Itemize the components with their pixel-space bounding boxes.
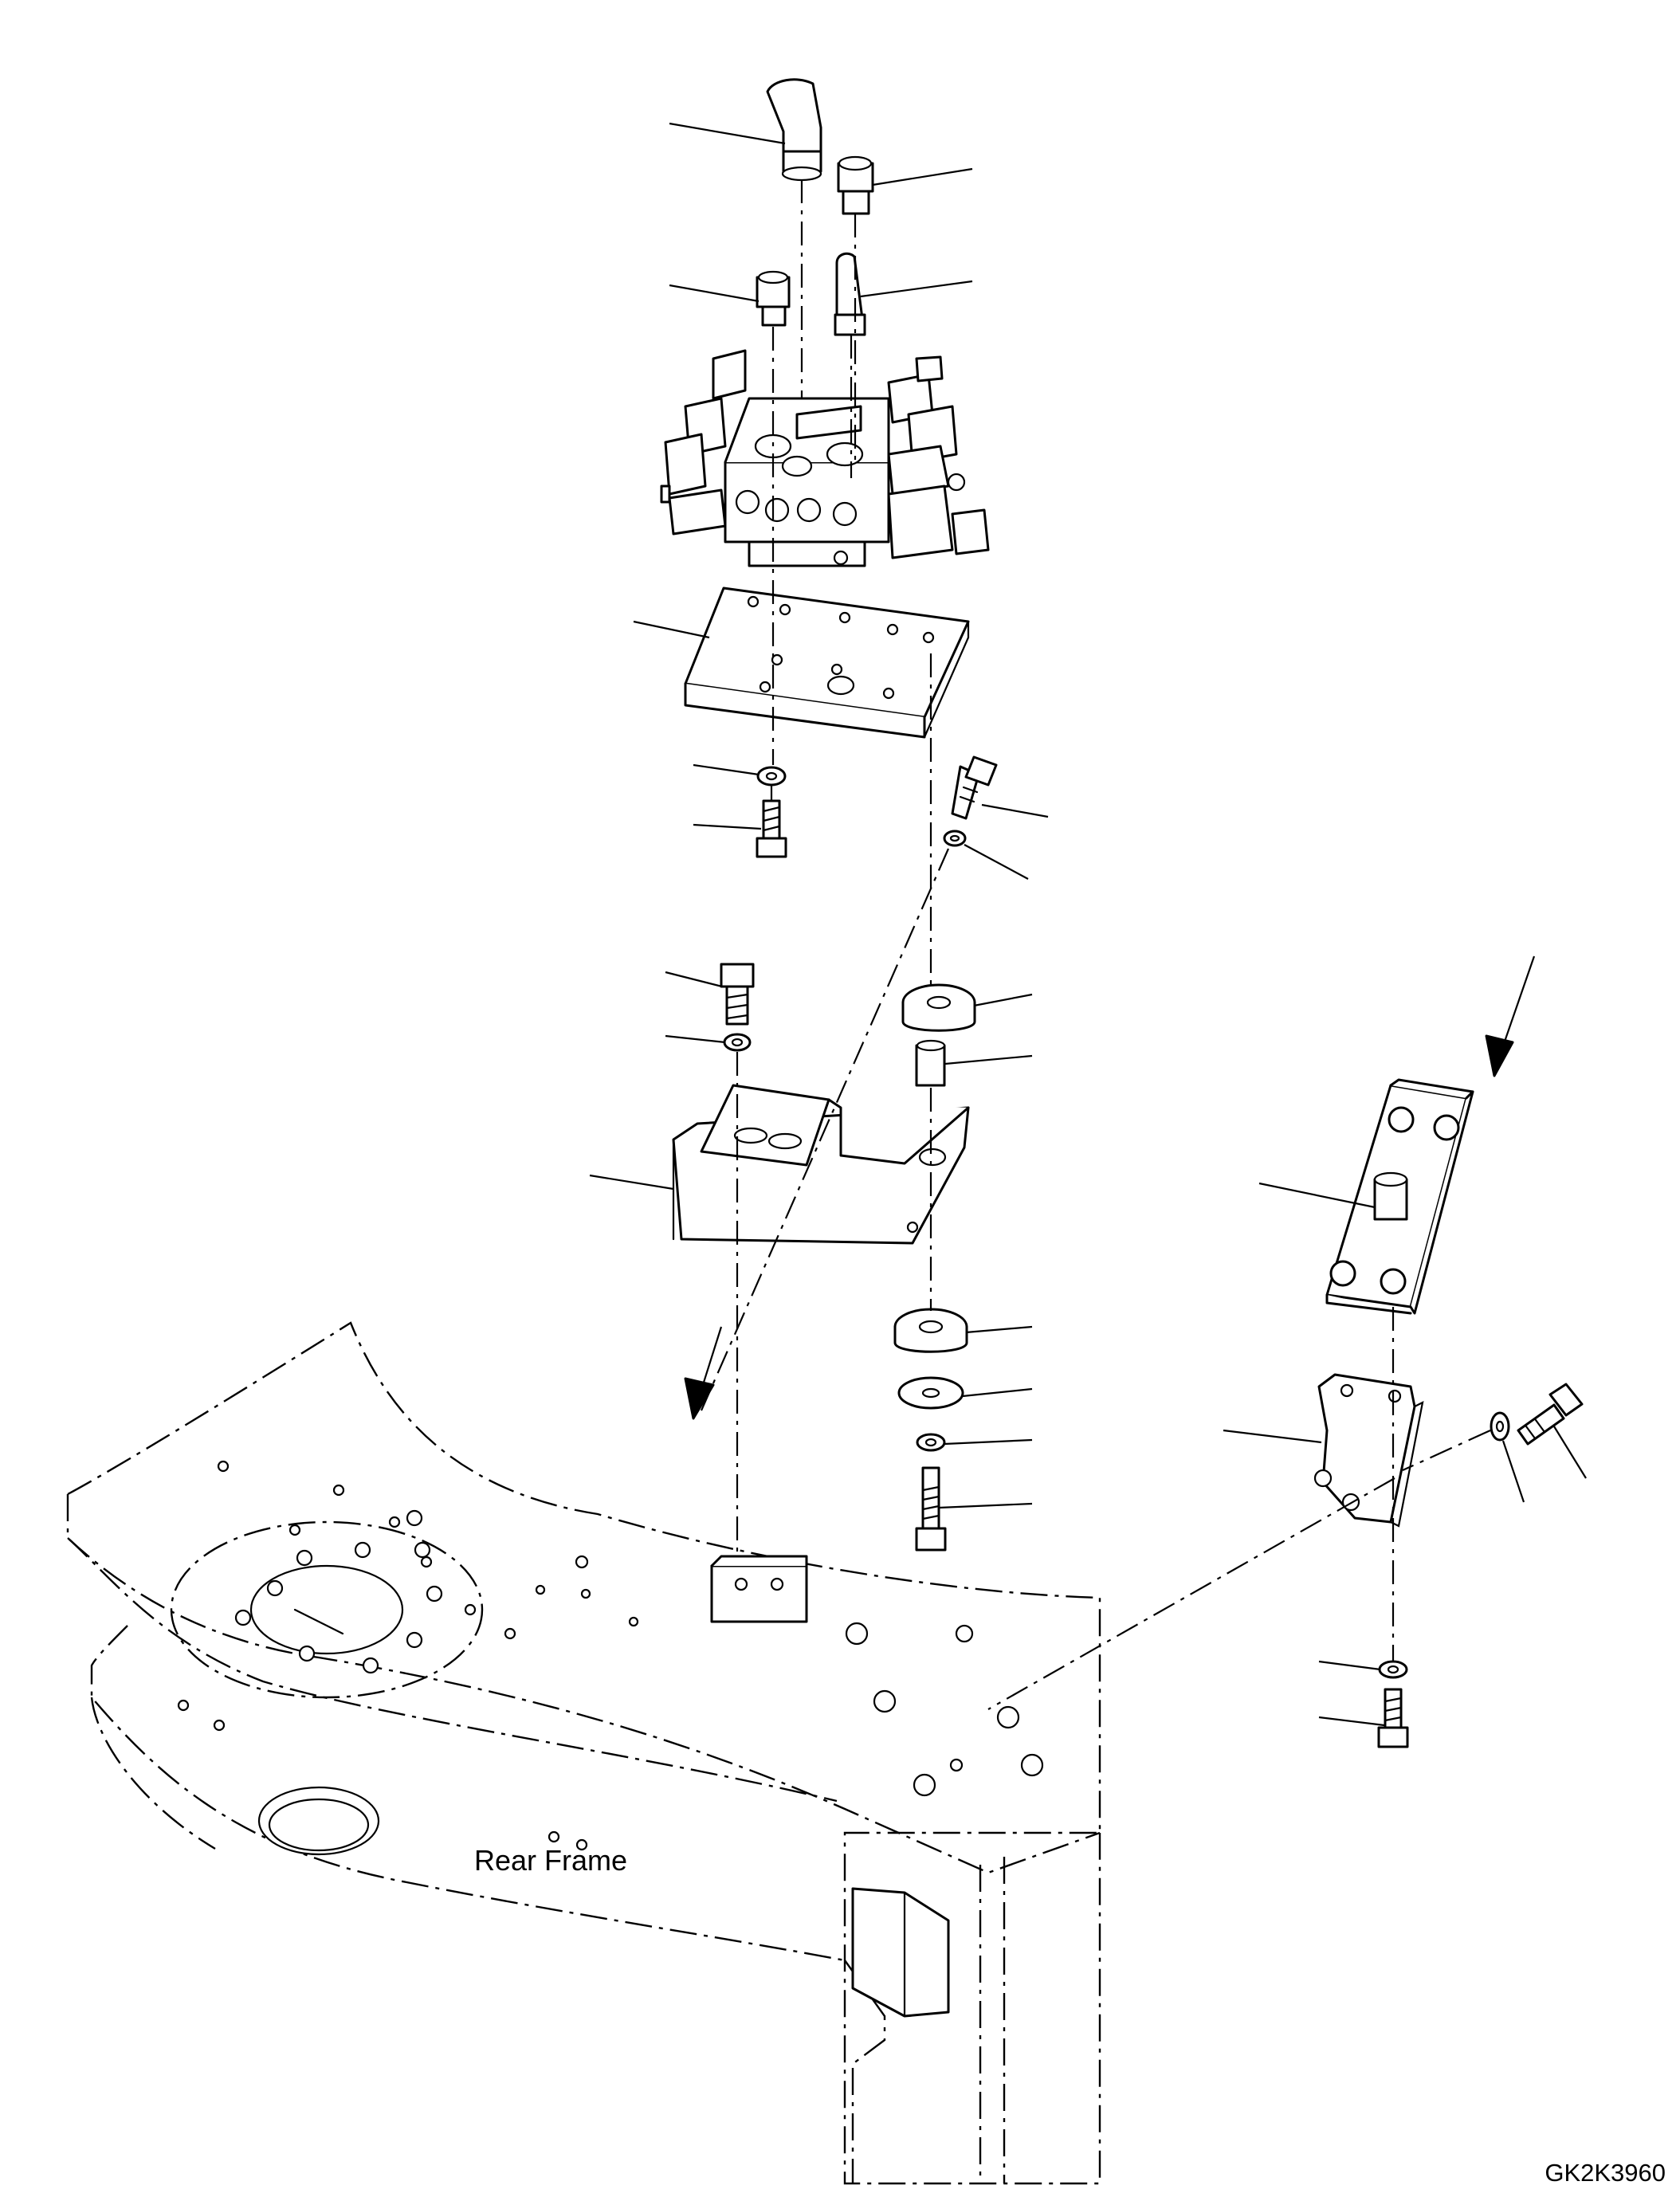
rubber-mount-lower [893, 1308, 968, 1353]
right-upper-bracket [1325, 1078, 1474, 1315]
sleeve [915, 1039, 946, 1087]
bolt-bracket-top [720, 963, 755, 1026]
control-valve [660, 349, 990, 567]
bolt-center-upper [951, 755, 998, 820]
bolt-right-lower [1377, 1688, 1409, 1748]
right-lower-bracket [1313, 1373, 1424, 1528]
washer-center-upper [943, 830, 967, 847]
bolt-right-side [1517, 1383, 1584, 1446]
arrow-down-left [684, 1326, 723, 1420]
drawing-code: GK2K3960 [1545, 2159, 1666, 2187]
rear-frame-label: Rear Frame [474, 1844, 627, 1877]
leader-lines [589, 122, 1587, 1727]
elbow-fitting-small [834, 252, 866, 336]
rear-frame [66, 1321, 1101, 2185]
valve-support-bracket [672, 1084, 970, 1245]
elbow-fitting-large [766, 78, 822, 182]
arrow-right-bracket [1485, 955, 1536, 1077]
assembly-center-lines [700, 179, 1491, 1710]
valve-mounting-plate [684, 587, 970, 739]
washer-bracket-top [723, 1033, 752, 1052]
washer-left-upper [756, 766, 787, 787]
bolt-left-upper [756, 799, 787, 858]
washer-small-lower [916, 1433, 946, 1452]
straight-fitting-left [756, 270, 791, 327]
straight-fitting-top-right [837, 155, 874, 215]
washer-right-side [1490, 1411, 1510, 1442]
flat-washer-lower [897, 1376, 964, 1410]
washer-right-lower [1378, 1660, 1408, 1679]
rubber-mount-upper [901, 983, 976, 1032]
bolt-long-lower [915, 1466, 947, 1552]
